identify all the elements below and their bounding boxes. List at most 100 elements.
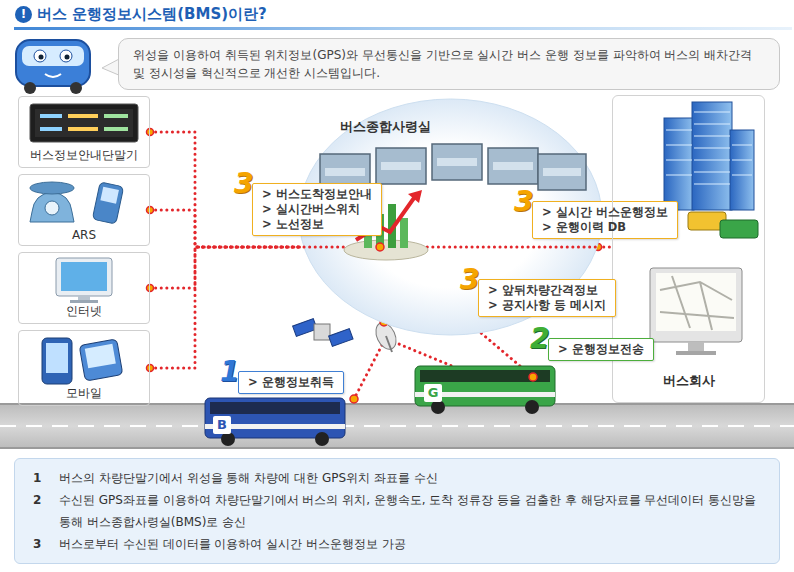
video-wall-images <box>543 168 581 176</box>
note-text: 버스로부터 수신된 데이터를 이용하여 실시간 버스운행정보 가공 <box>59 533 761 555</box>
office-buildings <box>666 112 752 184</box>
info-terminal-icon <box>104 127 128 131</box>
map-monitor <box>656 273 736 331</box>
smartphone-icon <box>42 338 72 384</box>
callout-text: > 실시간버스위치 <box>262 202 372 217</box>
office-buildings <box>694 160 730 161</box>
office-buildings <box>732 145 752 146</box>
blue-bus <box>205 398 345 438</box>
phone-icon <box>45 201 59 215</box>
device-label: 버스정보안내단말기 <box>30 147 138 164</box>
video-wall <box>488 148 538 184</box>
map-monitor <box>676 351 716 355</box>
monitor-icon <box>61 262 107 291</box>
bubble-label: 위성을 이용하여 취득된 위치정보(GPS)와 무선통신을 기반으로 실시간 버… <box>133 46 765 82</box>
office-buildings <box>666 160 692 161</box>
road <box>0 425 794 427</box>
office-buildings <box>732 160 752 161</box>
bus-mascot <box>22 46 84 66</box>
bus-mascot <box>39 55 44 60</box>
callout-text: > 노선정보 <box>262 217 372 232</box>
info-terminal-icon <box>68 127 98 131</box>
bus-badge: B <box>213 416 231 434</box>
antenna-dish <box>386 336 392 352</box>
bus-mascot <box>65 55 70 60</box>
bubble-node: 위성을 이용하여 취득된 위치정보(GPS)와 무선통신을 기반으로 실시간 버… <box>118 38 780 90</box>
video-wall <box>538 154 586 190</box>
connector-dot <box>147 365 154 372</box>
callout-text: > 운행정보취득 <box>248 375 334 390</box>
video-wall-images <box>381 162 421 170</box>
bus-mascot <box>70 82 82 94</box>
satellite <box>293 319 353 347</box>
phone-icon <box>30 182 74 222</box>
office-buildings <box>666 130 692 131</box>
device-node: 모바일 <box>18 330 150 406</box>
device-label: 모바일 <box>66 385 102 402</box>
page-title: 버스 운행정보시스템(BMS)이란? <box>37 4 267 24</box>
blue-bus <box>210 402 340 414</box>
callout-number: 3 <box>514 187 533 217</box>
bus-badge: G <box>424 384 442 402</box>
office-buildings <box>730 130 754 210</box>
dotted-connector <box>150 247 303 368</box>
video-wall-images <box>437 158 477 166</box>
callout-node: 3> 실시간 버스운행정보> 운행이력 DB <box>532 201 678 239</box>
video-wall <box>432 144 482 180</box>
video-wall-images <box>325 158 581 176</box>
info-terminal-icon <box>30 104 138 142</box>
info-terminal-icon <box>68 114 98 118</box>
bar-chart <box>408 190 422 203</box>
satellite <box>293 319 317 337</box>
office-buildings <box>692 102 732 210</box>
smartphone-icon <box>42 338 123 384</box>
callout-number: 2 <box>530 324 549 354</box>
note-number: 2 <box>33 489 59 533</box>
note-number: 3 <box>33 533 59 555</box>
ellipse-label: 버스종합사령실 <box>340 118 431 136</box>
office-buildings <box>694 136 730 137</box>
smartphone-icon <box>46 343 68 373</box>
bar-chart <box>376 243 384 251</box>
smartphone-icon <box>85 344 116 369</box>
monitor-icon <box>70 300 98 303</box>
company-buses <box>720 220 758 238</box>
green-bus <box>420 370 550 382</box>
device-label: ARS <box>72 228 96 242</box>
junction-dots <box>529 373 537 381</box>
note-row: 3버스로부터 수신된 데이터를 이용하여 실시간 버스운행정보 가공 <box>33 533 761 555</box>
bus-mascot <box>34 50 46 62</box>
callout-node: 1> 운행정보취득 <box>238 371 344 394</box>
connector-dot <box>147 129 154 136</box>
map-monitor <box>650 268 742 342</box>
video-wall-images <box>325 168 365 176</box>
signal-lines <box>394 342 452 366</box>
signal-lines <box>354 345 382 399</box>
note-row: 1버스의 차량단말기에서 위성을 통해 차량에 대한 GPS위치 좌표를 수신 <box>33 467 761 489</box>
phone-icon <box>30 182 74 194</box>
green-bus <box>415 366 555 406</box>
info-terminal-icon <box>35 109 133 137</box>
bus-mascot <box>16 40 90 86</box>
road <box>0 447 794 449</box>
callout-text: > 앞뒤차량간격정보 <box>488 283 606 298</box>
office-buildings <box>666 175 692 176</box>
info-terminal-icon <box>40 127 62 131</box>
bus-mascot <box>24 82 36 94</box>
device-node: ARS <box>18 174 150 246</box>
map-monitor <box>688 342 704 352</box>
office-buildings <box>694 112 730 113</box>
office-buildings <box>694 148 730 149</box>
callout-text: > 공지사항 등 메시지 <box>488 298 606 313</box>
green-bus <box>431 400 445 414</box>
video-wall <box>376 148 426 184</box>
connector-dot <box>147 207 154 214</box>
satellite <box>329 329 353 347</box>
map-monitor <box>660 276 734 330</box>
bar-chart <box>400 218 408 248</box>
map-monitor <box>650 268 742 355</box>
company-buses <box>688 212 758 238</box>
monitor-icon <box>56 258 112 303</box>
